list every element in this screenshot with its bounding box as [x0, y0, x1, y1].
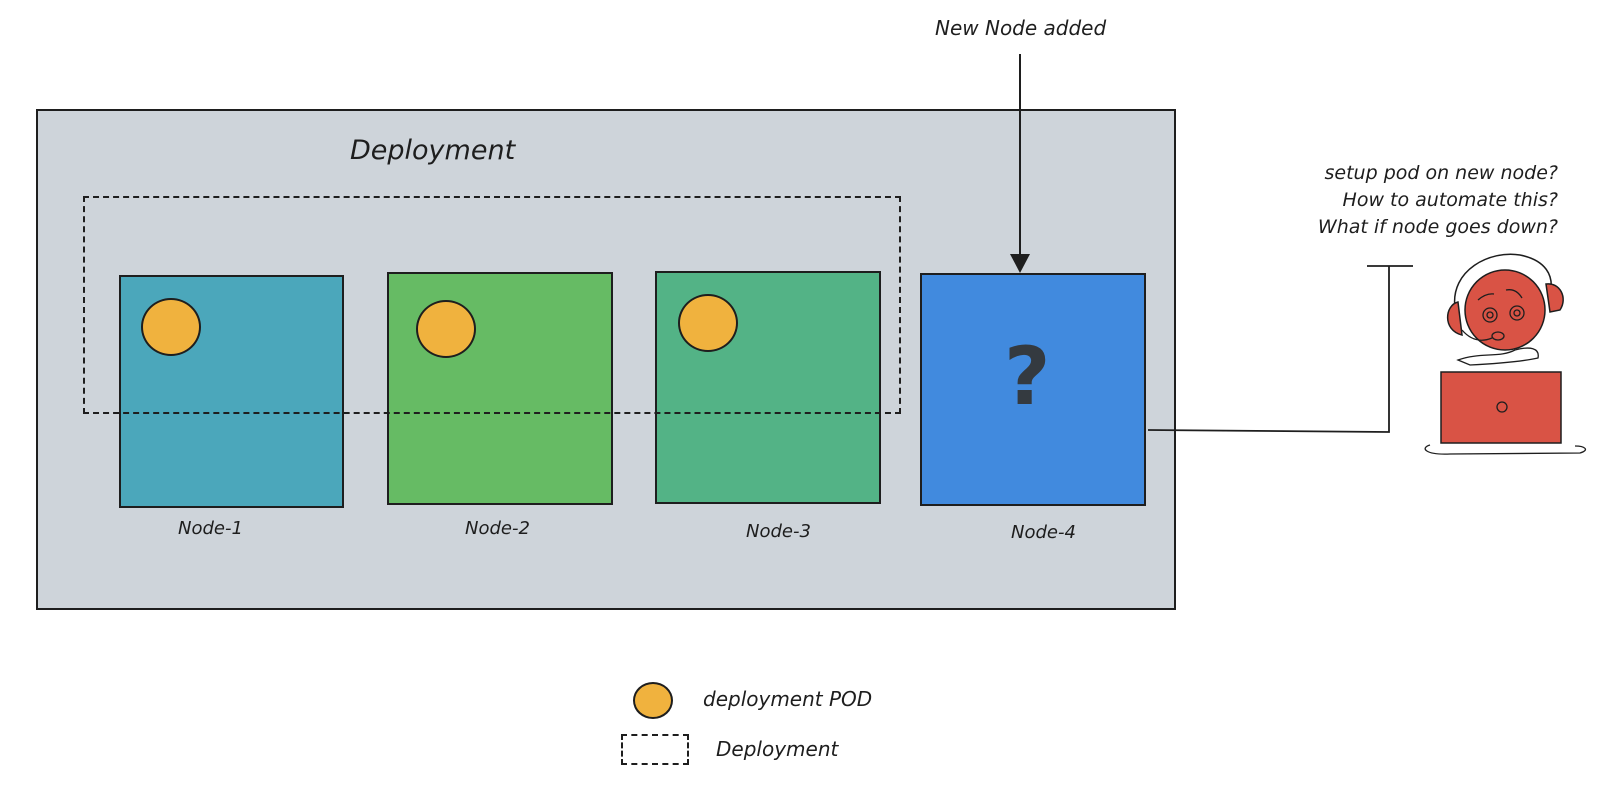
- node-4-box: [920, 273, 1146, 506]
- concerns-note: setup pod on new node? How to automate t…: [1318, 160, 1558, 241]
- legend-pod-label: deployment POD: [703, 687, 873, 711]
- concern-line: How to automate this?: [1342, 189, 1558, 211]
- legend-pod-icon: [633, 682, 673, 719]
- pod-node-3: [678, 294, 738, 352]
- legend-deployment-label: Deployment: [716, 737, 839, 761]
- node-4-label: Node-4: [1011, 522, 1076, 543]
- node-1-label: Node-1: [178, 518, 243, 539]
- deployment-boundary: [83, 196, 901, 414]
- concern-line: setup pod on new node?: [1324, 162, 1558, 184]
- node-1-box: [119, 275, 344, 508]
- new-node-annotation: New Node added: [935, 16, 1107, 40]
- pod-node-2: [416, 300, 476, 358]
- confused-person-icon: [1424, 253, 1587, 455]
- pod-node-1: [141, 298, 201, 356]
- legend-deployment-icon: [621, 734, 689, 765]
- deployment-title: Deployment: [350, 135, 516, 166]
- concern-line: What if node goes down?: [1317, 216, 1558, 238]
- node-3-label: Node-3: [746, 521, 811, 542]
- unknown-pod-question-mark: ?: [1004, 330, 1051, 423]
- node-2-label: Node-2: [465, 518, 530, 539]
